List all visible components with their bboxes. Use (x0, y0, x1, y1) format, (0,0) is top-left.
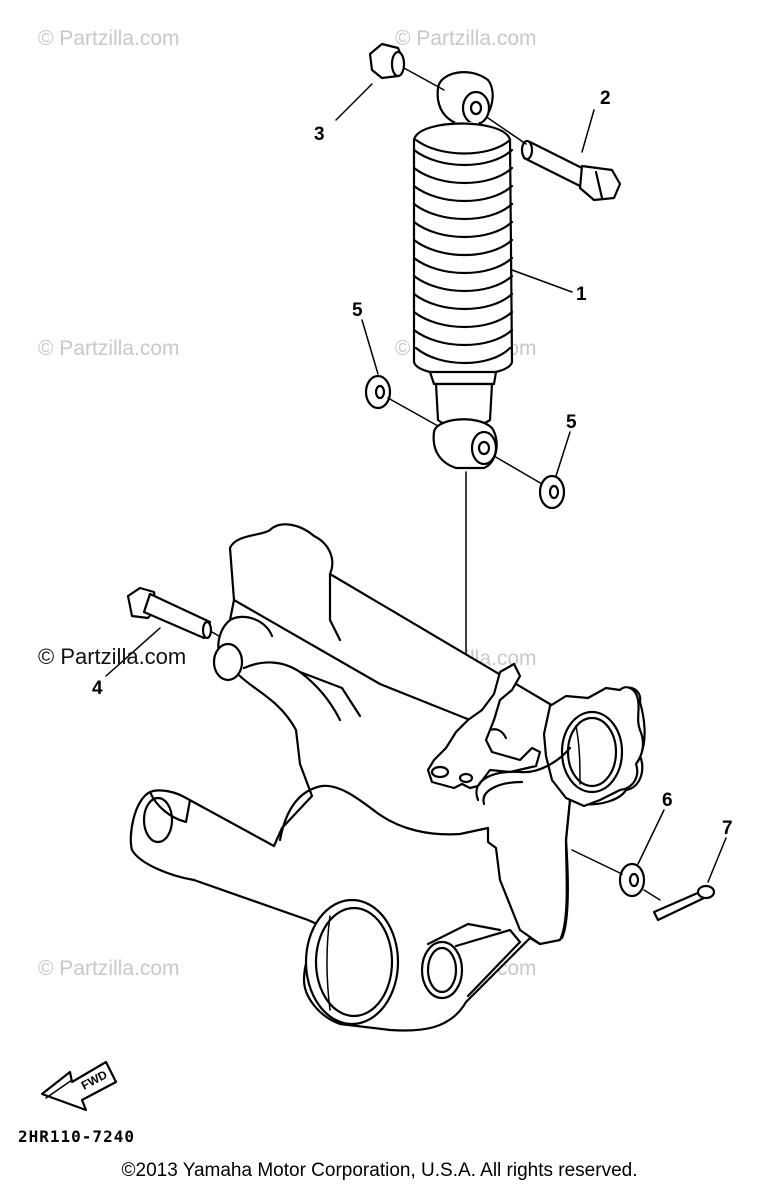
rear-shock-absorber (412, 71, 514, 470)
callout-7: 7 (722, 818, 733, 839)
callout-5-left: 5 (352, 300, 363, 321)
callout-1: 1 (576, 284, 587, 305)
leader-lines (105, 83, 727, 883)
copyright-notice: ©2013 Yamaha Motor Corporation, U.S.A. A… (121, 1160, 638, 1181)
washer-part-5-left (364, 374, 439, 427)
fwd-arrow-icon: FWD (40, 1060, 118, 1112)
washer-part-6 (571, 849, 646, 898)
watermark: © Partzilla.com (38, 27, 180, 50)
callout-5-right: 5 (566, 412, 577, 433)
watermark: © Partzilla.com (38, 337, 180, 360)
callout-2: 2 (600, 88, 611, 109)
callout-3: 3 (314, 124, 325, 145)
bolt-part-2 (487, 117, 622, 202)
watermark: © Partzilla.com (38, 957, 180, 980)
callouts: 1 2 3 4 5 5 6 7 (92, 88, 733, 839)
cotter-pin-part-7 (643, 884, 716, 922)
watermark-prominent: © Partzilla.com (38, 644, 186, 669)
nut-part-3 (368, 42, 445, 91)
callout-6: 6 (662, 790, 673, 811)
swing-arm (129, 523, 646, 1032)
diagram-code: 2HR110-7240 (18, 1127, 135, 1146)
washer-part-5-right (493, 455, 566, 510)
shock-spring (412, 122, 514, 377)
callout-4: 4 (92, 678, 103, 699)
watermark: © Partzilla.com (395, 27, 537, 50)
